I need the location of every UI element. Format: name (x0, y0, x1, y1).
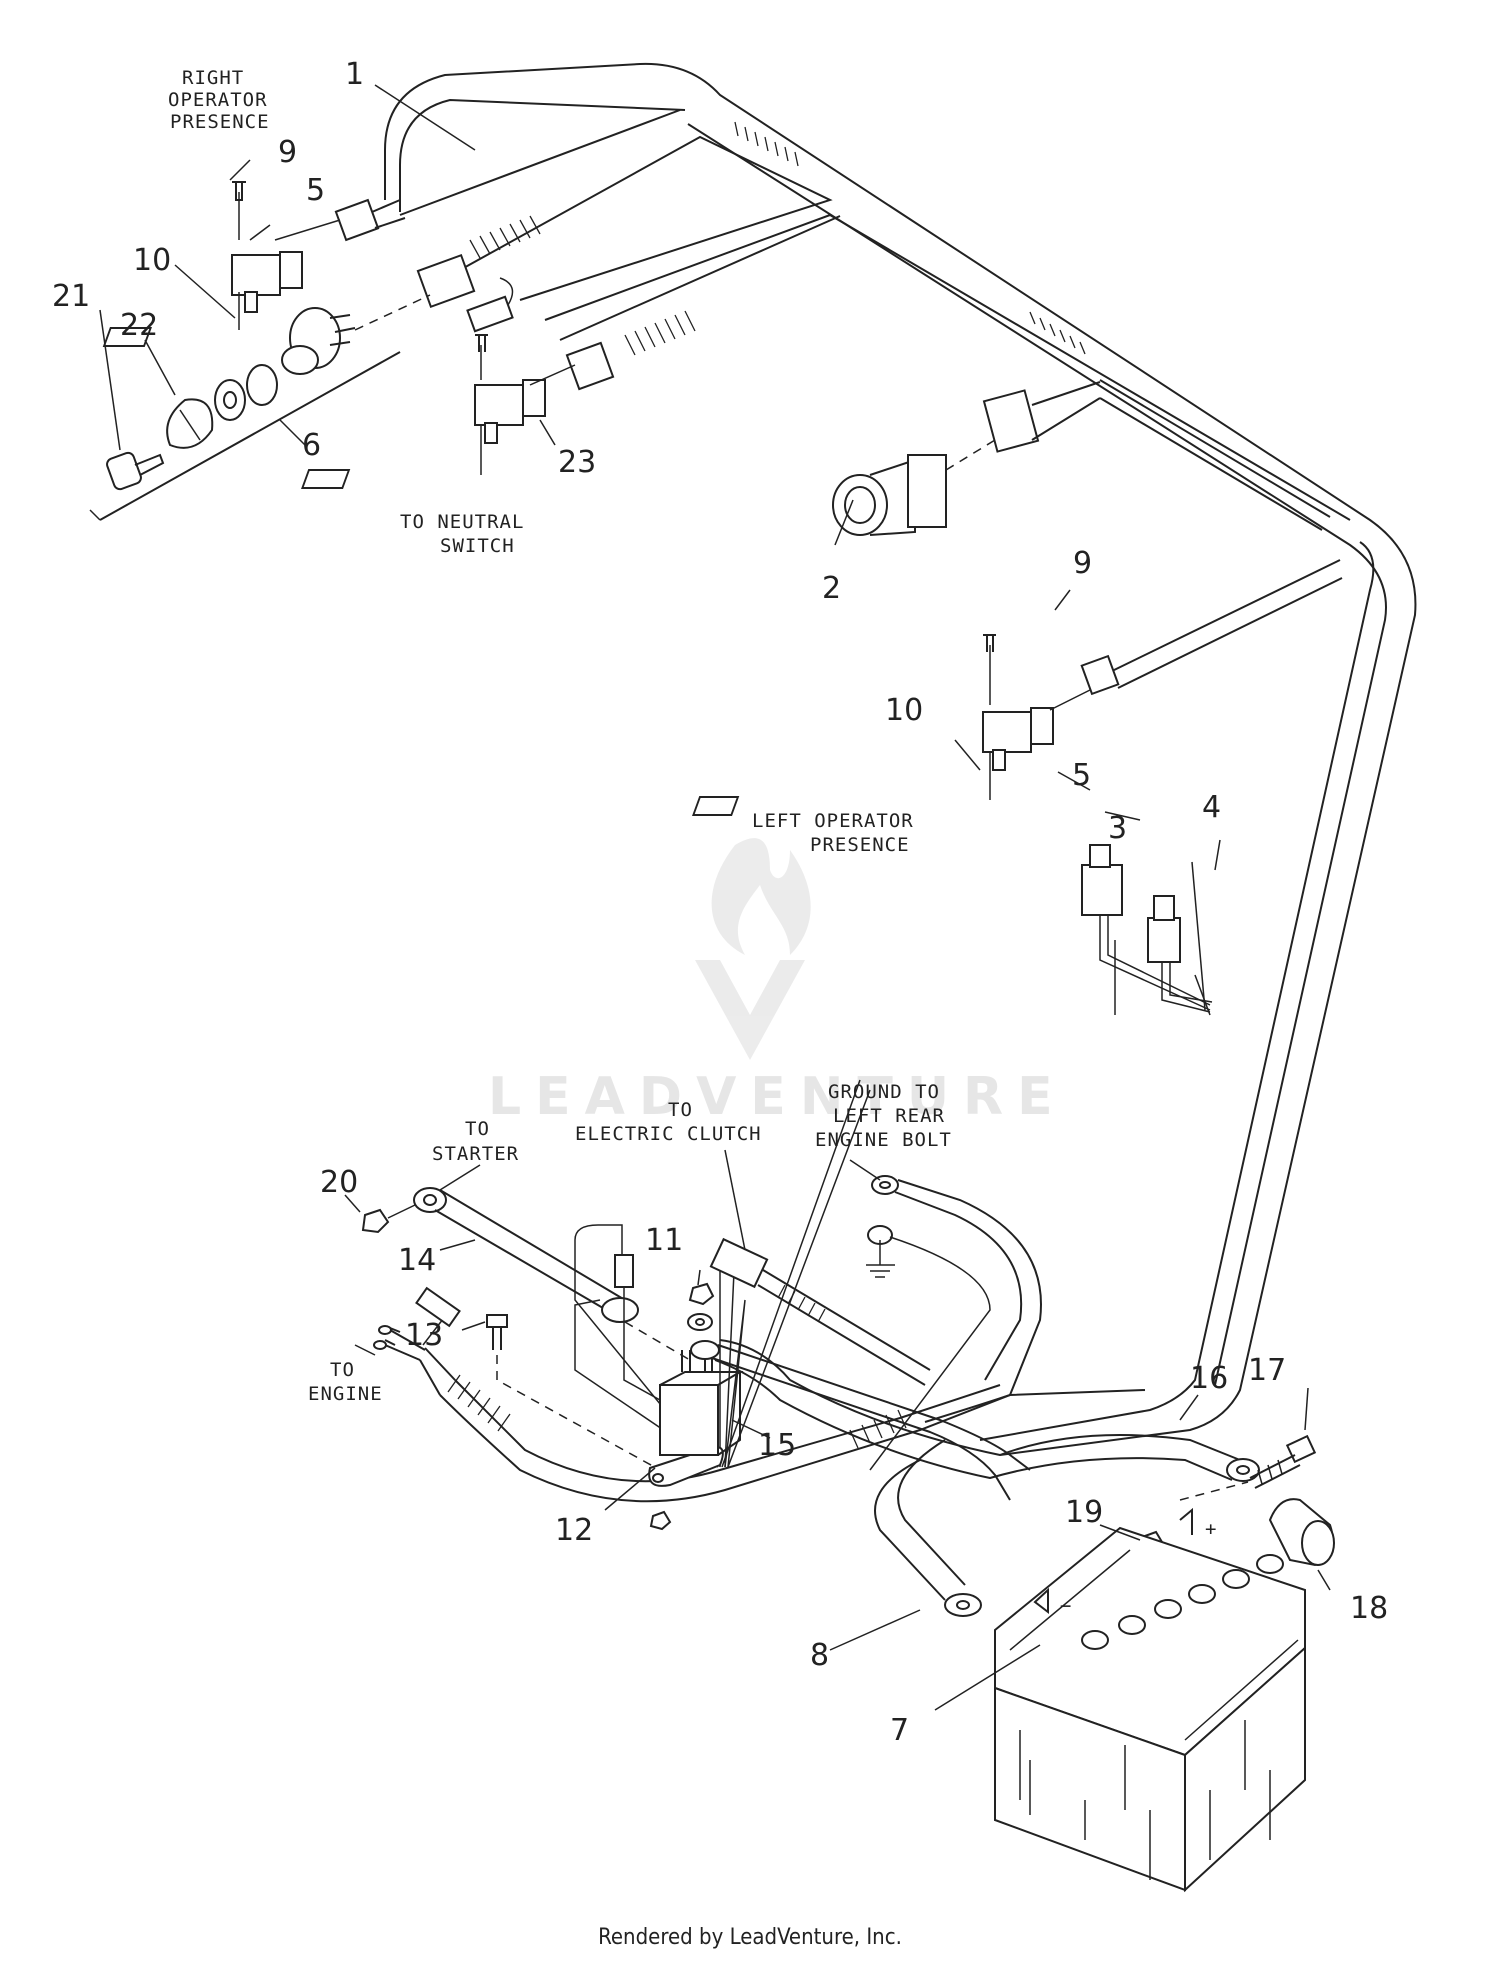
main-harness (384, 62, 1417, 1456)
label-right-presence-3: PRESENCE (170, 111, 270, 133)
label-right-presence-1: RIGHT (182, 67, 244, 89)
callout-17: 17 (1248, 1353, 1286, 1388)
nut-11 (687, 1282, 715, 1331)
label-ground-2: LEFT REAR (833, 1105, 945, 1127)
connector-horn (982, 381, 1101, 453)
watermark-logo (695, 838, 811, 1060)
label-ground-1: GROUND TO (828, 1081, 940, 1103)
battery-caps (1081, 1554, 1284, 1650)
battery: + − (994, 1507, 1306, 1893)
callout-9a: 9 (278, 135, 297, 170)
key-switch-assembly (89, 294, 431, 521)
callout-18: 18 (1350, 1591, 1388, 1626)
harness-sleeve-top (734, 121, 1086, 355)
neutral-switch (301, 334, 576, 489)
ground-cable (866, 1175, 1042, 1471)
callout-5b: 5 (1072, 758, 1091, 793)
connector-left-presence (1080, 654, 1120, 696)
connector-neutral-switch (565, 341, 615, 391)
callout-6: 6 (302, 428, 321, 463)
callout-1: 1 (345, 57, 364, 92)
leader-lines (99, 84, 1331, 1711)
label-engine-2: ENGINE (308, 1383, 383, 1405)
callout-2: 2 (822, 571, 841, 606)
negative-cable (874, 1439, 982, 1617)
left-presence-switch (692, 634, 1091, 816)
label-starter-1: TO (465, 1118, 490, 1140)
callout-10a: 10 (133, 243, 171, 278)
nut-12 (649, 1510, 672, 1531)
callout-15: 15 (758, 1428, 796, 1463)
label-clutch-2: ELECTRIC CLUTCH (575, 1123, 762, 1145)
footer-credit: Rendered by LeadVenture, Inc. (598, 1925, 902, 1950)
battery-pos-symbol: + (1205, 1518, 1217, 1540)
starter-solenoid (614, 1254, 744, 1487)
label-left-presence-2: PRESENCE (810, 834, 910, 856)
label-left-presence-1: LEFT OPERATOR (752, 810, 914, 832)
watermark-text: LEADVENTURE (488, 1067, 1067, 1127)
callout-14: 14 (398, 1243, 436, 1278)
fuse-holders (1081, 844, 1213, 1016)
callout-22: 22 (120, 308, 158, 343)
starter-cable (361, 1187, 691, 1361)
callouts: 1 2 3 4 5 5 6 7 8 9 9 10 10 11 12 13 14 … (52, 57, 1388, 1748)
label-engine-1: TO (330, 1359, 355, 1381)
callout-21: 21 (52, 279, 90, 314)
callout-8: 8 (810, 1638, 829, 1673)
callout-4: 4 (1202, 790, 1221, 825)
label-ground-3: ENGINE BOLT (815, 1129, 952, 1151)
battery-neg-symbol: − (1060, 1595, 1072, 1617)
horn (832, 439, 996, 536)
terminal-cover-18 (1268, 1498, 1335, 1567)
callout-5a: 5 (306, 173, 325, 208)
right-presence-switch (102, 181, 341, 347)
callout-23: 23 (558, 445, 596, 480)
callout-12: 12 (555, 1513, 593, 1548)
label-clutch-1: TO (668, 1099, 693, 1121)
callout-19: 19 (1065, 1495, 1103, 1530)
label-neutral-2: SWITCH (440, 535, 515, 557)
label-neutral-1: TO NEUTRAL (400, 511, 524, 533)
callout-16: 16 (1190, 1361, 1228, 1396)
positive-cable (690, 1339, 1260, 1501)
connector-key-switch (416, 253, 514, 333)
label-right-presence-2: OPERATOR (168, 89, 268, 111)
callout-9b: 9 (1073, 546, 1092, 581)
harness-sleeve-left (469, 215, 696, 356)
labels: RIGHT OPERATOR PRESENCE TO NEUTRAL SWITC… (168, 67, 952, 1405)
bolt-13 (486, 1314, 661, 1471)
callout-7: 7 (890, 1713, 909, 1748)
callout-3: 3 (1108, 811, 1127, 846)
callout-10b: 10 (885, 693, 923, 728)
callout-11: 11 (645, 1223, 683, 1258)
callout-20: 20 (320, 1165, 358, 1200)
label-starter-2: STARTER (432, 1143, 519, 1165)
converging-wires (574, 1079, 871, 1468)
callout-13: 13 (405, 1318, 443, 1353)
connector-right-presence (334, 198, 406, 242)
bolt-17 (1179, 1434, 1317, 1501)
